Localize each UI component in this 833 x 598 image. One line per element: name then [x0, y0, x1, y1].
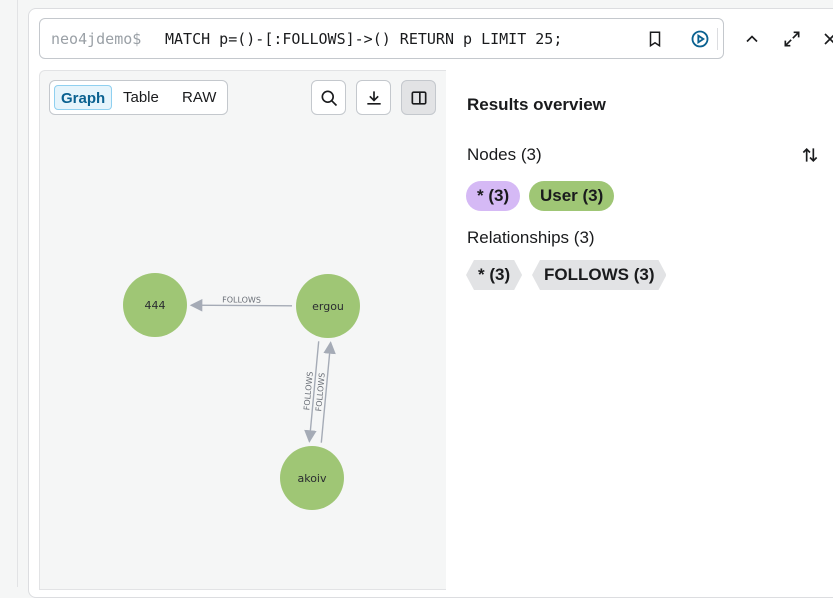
tab-raw[interactable]: RAW [182, 89, 217, 106]
editor-divider [717, 28, 718, 50]
tab-table[interactable]: Table [123, 89, 159, 106]
graph-node-label: 444 [145, 299, 166, 312]
results-overview-panel: Results overview Nodes (3) * (3) User (3… [446, 71, 833, 591]
relationships-count-label: Relationships (3) [467, 228, 595, 247]
visualization-panel [39, 70, 446, 590]
results-title: Results overview [467, 95, 606, 114]
relationship-label: FOLLOWS [314, 372, 327, 411]
relationship-label: FOLLOWS [302, 371, 315, 410]
node-label-pill-all[interactable]: * (3) [466, 181, 521, 211]
graph-node[interactable] [296, 274, 360, 338]
cypher-query[interactable]: MATCH p=()-[:FOLLOWS]->() RETURN p LIMIT… [165, 30, 563, 48]
download-icon [366, 90, 381, 105]
run-query-button[interactable] [689, 28, 711, 50]
relationship-edge[interactable] [320, 341, 336, 443]
graph-node-label: ergou [312, 300, 344, 313]
database-prompt: neo4jdemo$ [51, 30, 142, 48]
rel-type-tag-follows[interactable]: FOLLOWS (3) [532, 260, 666, 290]
close-button[interactable] [818, 27, 833, 51]
search-icon [321, 90, 337, 106]
graph-node[interactable] [123, 273, 187, 337]
sidepanel-icon [411, 90, 426, 105]
play-circle-icon [691, 30, 709, 48]
node-label-pill-user[interactable]: User (3) [529, 181, 615, 211]
relationship-label: FOLLOWS [222, 295, 261, 304]
close-icon [824, 33, 833, 45]
graph-node-label: akoiv [297, 472, 327, 485]
sort-button[interactable] [798, 143, 822, 167]
rel-type-tag-all[interactable]: * (3) [466, 260, 522, 290]
collapse-button[interactable] [740, 27, 764, 51]
sort-arrows-icon [802, 147, 818, 163]
download-button[interactable] [356, 80, 391, 115]
graph-node[interactable] [280, 446, 344, 510]
chevron-up-icon [746, 35, 758, 43]
search-button[interactable] [311, 80, 346, 115]
relationship-edge[interactable] [304, 341, 320, 443]
view-mode-toggle: Graph Table RAW [49, 80, 228, 115]
query-editor[interactable]: neo4jdemo$ MATCH p=()-[:FOLLOWS]->() RET… [39, 18, 724, 59]
bookmark-button[interactable] [644, 28, 666, 50]
expand-icon [784, 31, 800, 47]
fullscreen-button[interactable] [780, 27, 804, 51]
nodes-count-label: Nodes (3) [467, 145, 542, 164]
tab-graph[interactable]: Graph [54, 85, 113, 110]
relationship-edge[interactable] [189, 298, 293, 312]
bookmark-icon [649, 31, 661, 48]
toggle-sidepanel-button[interactable] [401, 80, 436, 115]
